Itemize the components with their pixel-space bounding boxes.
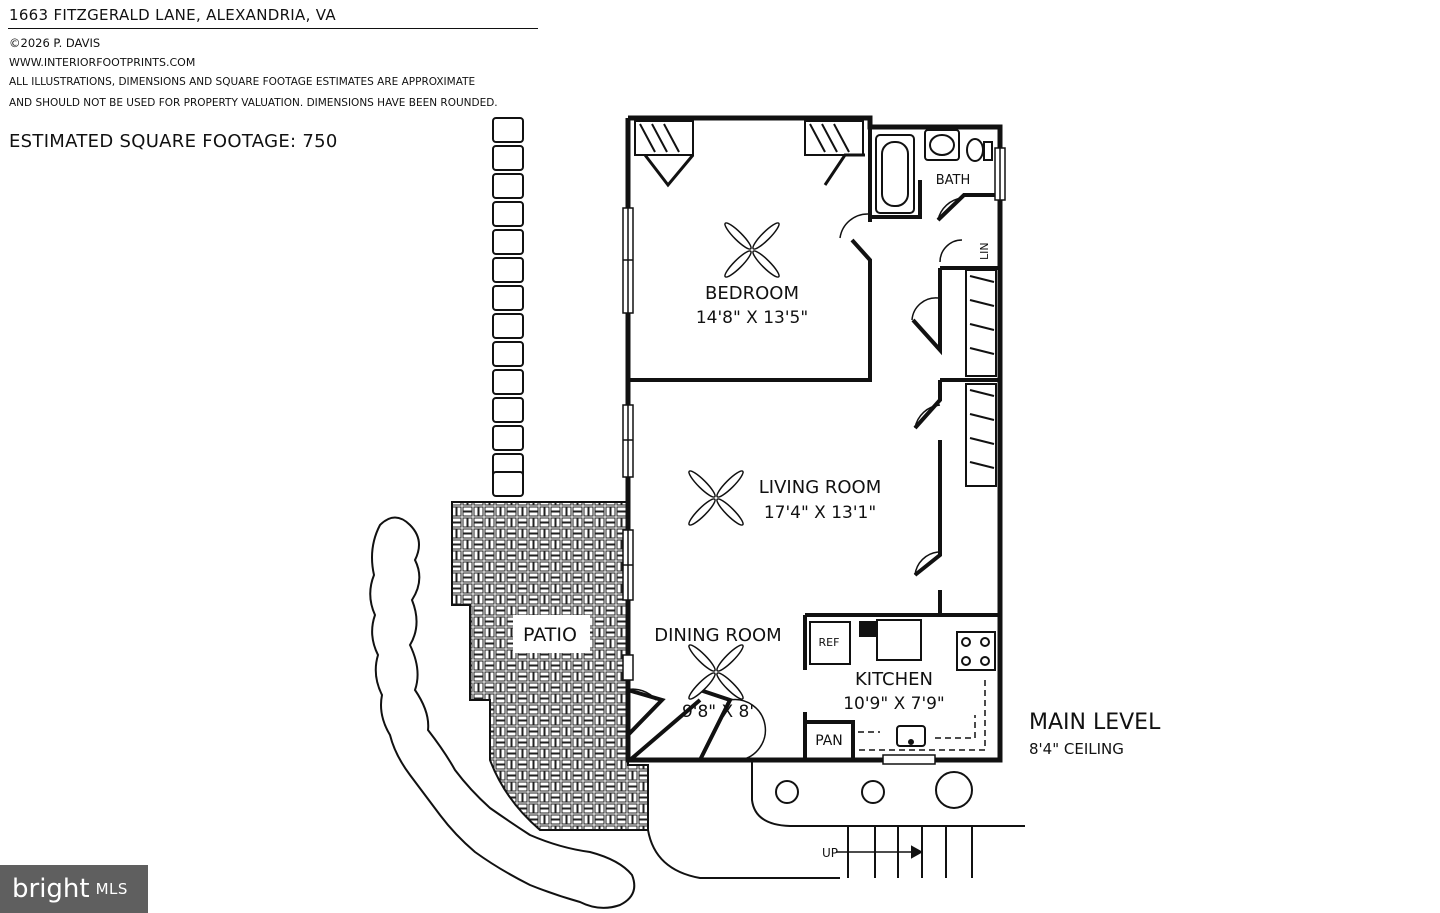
- bedroom-label: BEDROOM: [705, 283, 799, 304]
- bedroom-closets: [634, 120, 865, 188]
- linen-label: LIN: [978, 242, 991, 260]
- hedge: [369, 516, 636, 909]
- ref-label: REF: [819, 636, 840, 649]
- patio-area: [451, 501, 649, 831]
- ceiling-fan-living: [688, 470, 744, 526]
- patio-label-bg: [513, 615, 590, 653]
- stepping-stones: [492, 117, 524, 497]
- front-stairs: [836, 826, 973, 878]
- living-room-label: LIVING ROOM: [759, 477, 881, 498]
- stairs-up-label: UP: [822, 846, 838, 860]
- ceiling-fan-bedroom: [724, 222, 780, 278]
- kitchen-fixtures: [809, 619, 996, 747]
- counter-edge: [855, 680, 986, 751]
- walkway-edge: [647, 765, 840, 879]
- disclaimer-line-1: ALL ILLUSTRATIONS, DIMENSIONS AND SQUARE…: [9, 76, 476, 88]
- bedroom-dims: 14'8" X 13'5": [696, 308, 808, 328]
- dining-room-dims: 9'8" X 8': [682, 702, 754, 722]
- patio-label: PATIO: [523, 624, 577, 646]
- square-footage: ESTIMATED SQUARE FOOTAGE: 750: [9, 131, 338, 152]
- bright-mls-logo: bright MLS: [0, 865, 148, 913]
- brand-suffix: MLS: [95, 880, 128, 898]
- header-divider: [8, 28, 538, 29]
- pantry-label: PAN: [815, 733, 843, 749]
- kitchen-dims: 10'9" X 7'9": [843, 694, 945, 714]
- windows: [622, 147, 1006, 765]
- front-planter-edge: [751, 758, 1025, 827]
- shrubs: [775, 771, 973, 809]
- living-room-dims: 17'4" X 13'1": [764, 503, 876, 523]
- ceiling-fan-dining: [688, 644, 744, 700]
- copyright-text: ©2026 P. DAVIS: [9, 36, 101, 50]
- website-text: WWW.INTERIORFOOTPRINTS.COM: [9, 56, 196, 69]
- brand-name: bright: [12, 874, 90, 904]
- interior-walls: [626, 118, 1002, 762]
- property-address: 1663 FITZGERALD LANE, ALEXANDRIA, VA: [9, 6, 336, 24]
- kitchen-label: KITCHEN: [855, 669, 933, 690]
- dining-room-label: DINING ROOM: [654, 625, 781, 646]
- hall-closets: [965, 269, 997, 487]
- ceiling-height: 8'4" CEILING: [1029, 740, 1124, 758]
- bath-fixtures: [875, 129, 993, 214]
- level-title: MAIN LEVEL: [1029, 710, 1161, 735]
- door-swings: [625, 197, 963, 761]
- disclaimer-line-2: AND SHOULD NOT BE USED FOR PROPERTY VALU…: [9, 97, 498, 109]
- bath-label: BATH: [936, 173, 971, 188]
